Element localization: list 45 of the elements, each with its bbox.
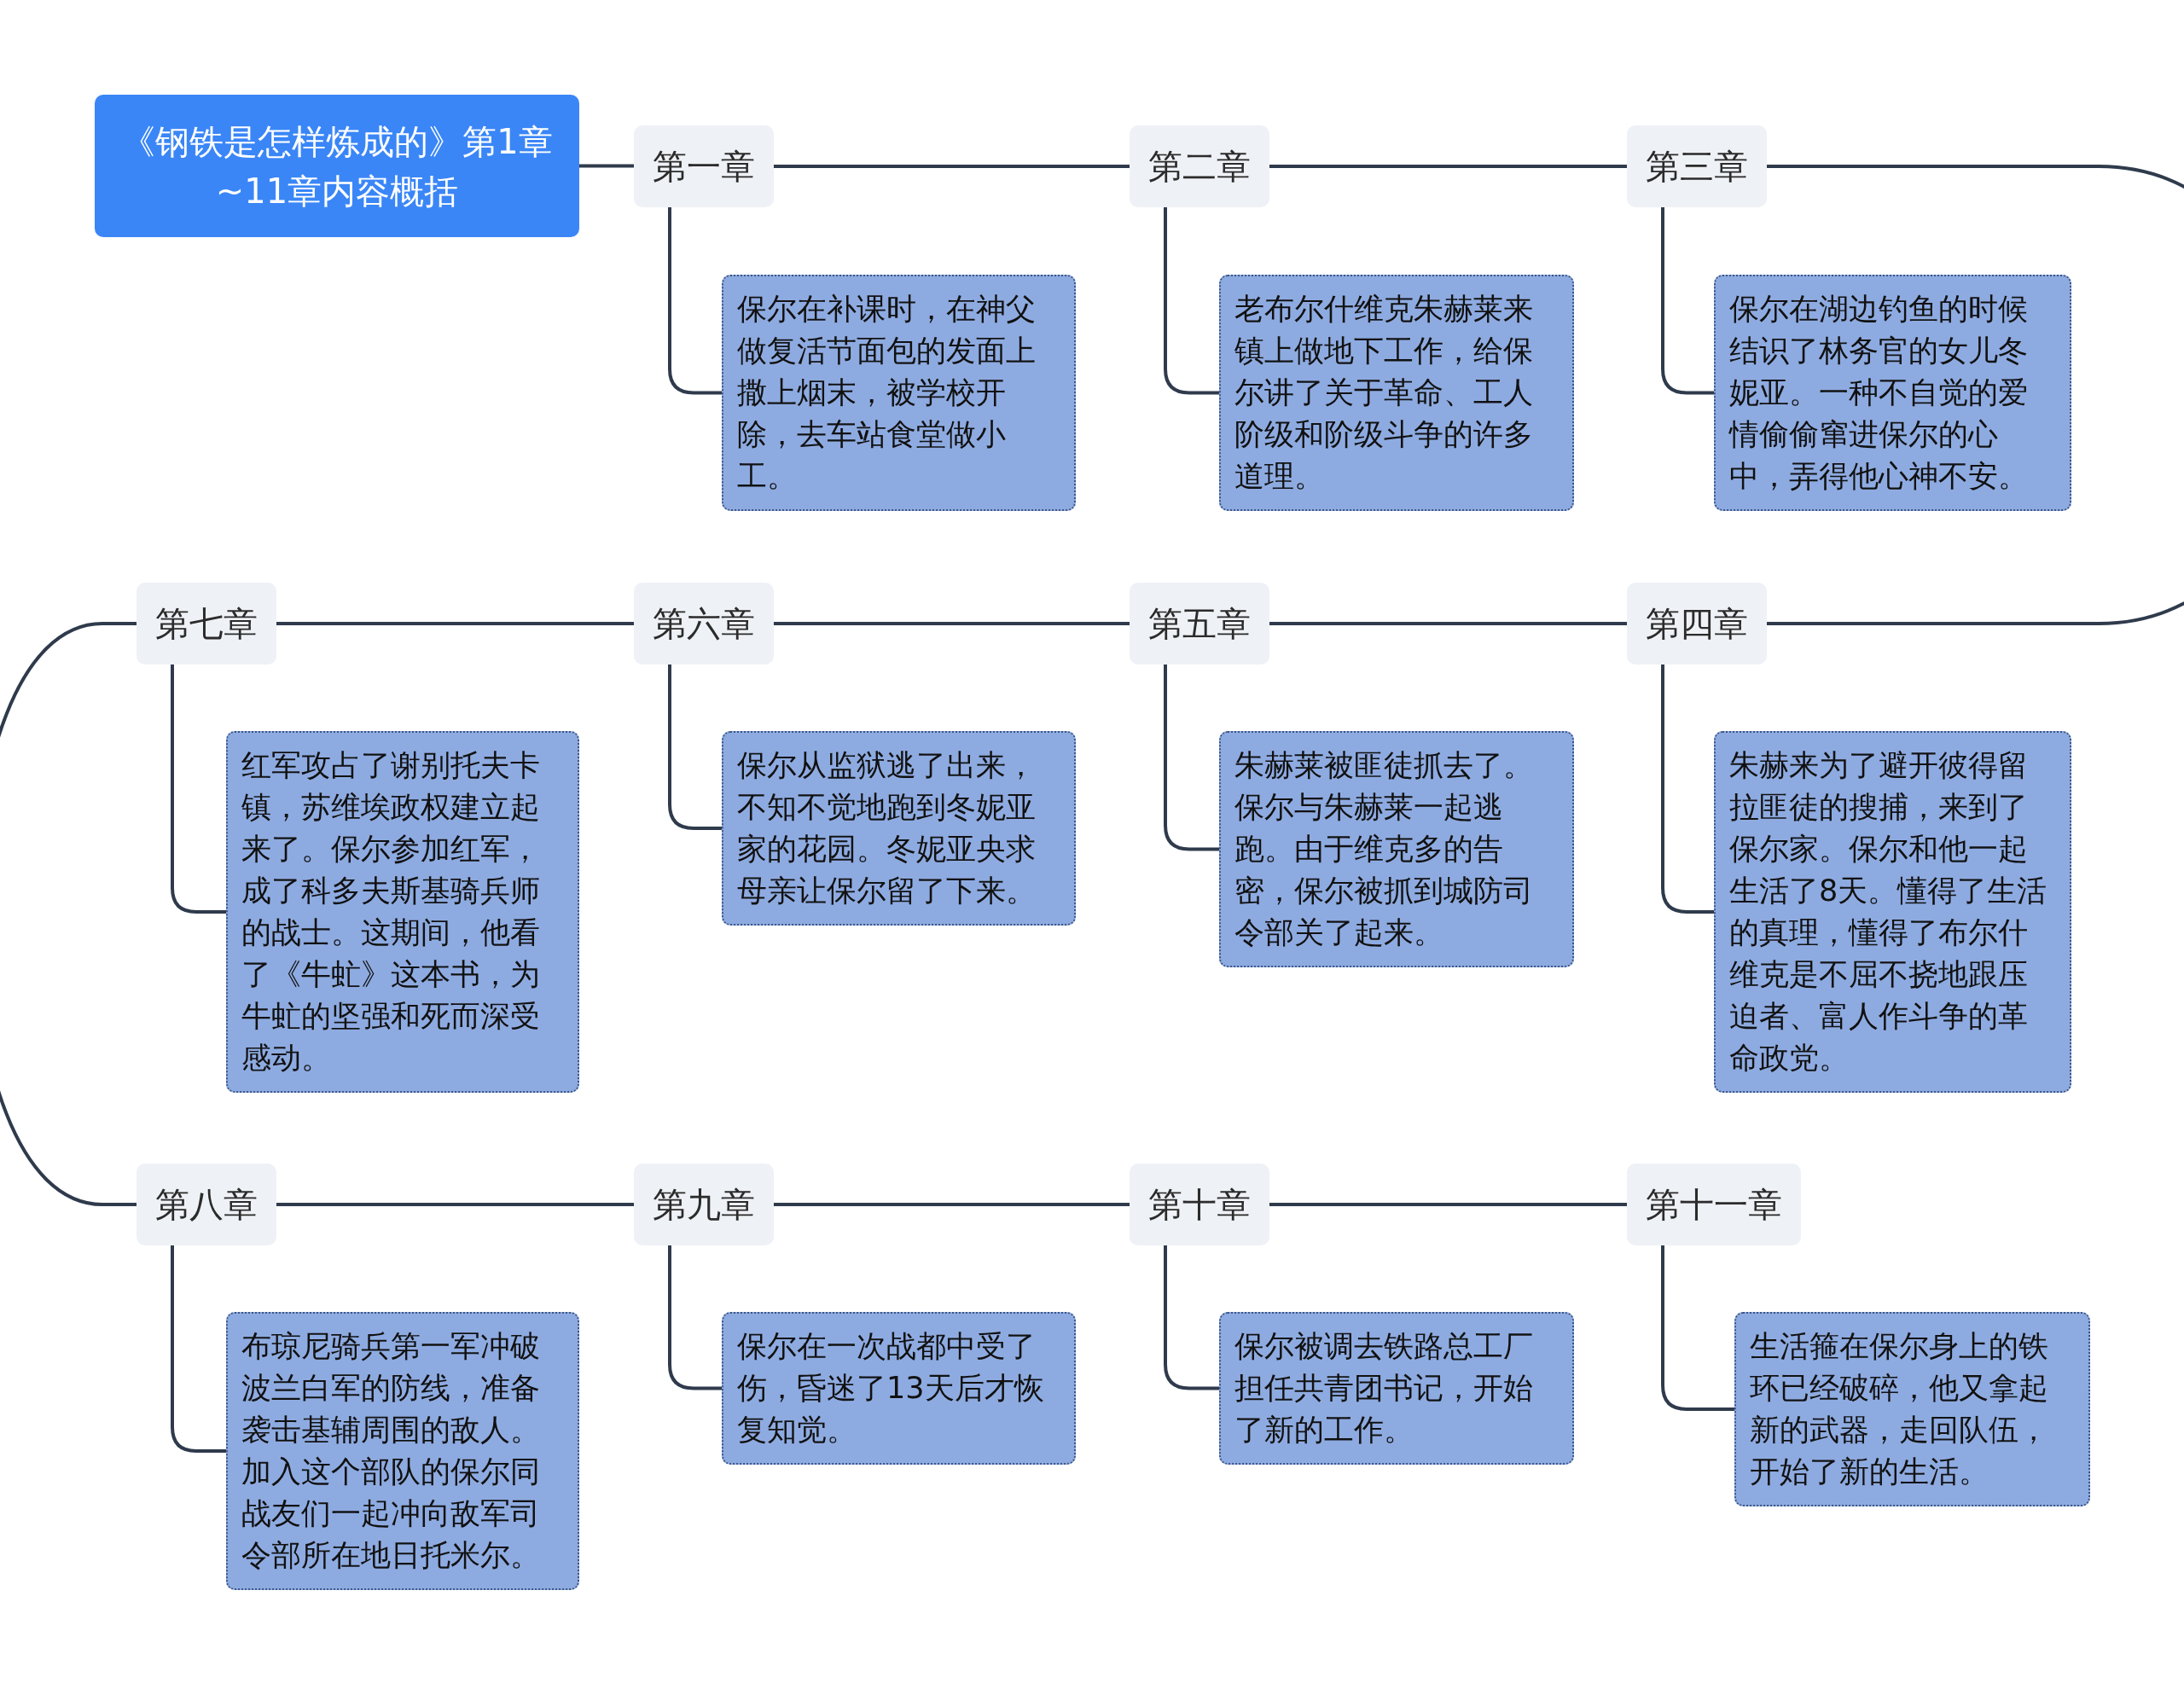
chapter-tag: 第八章 [136,1164,276,1245]
connector-line [1269,165,1627,168]
chapter-tag: 第七章 [136,583,276,665]
summary-card: 朱赫来为了避开彼得留拉匪徒的搜捕，来到了保尔家。保尔和他一起生活了8天。懂得了生活的真理，懂得了布尔什维克是不屈不挠地跟压迫者、富人作斗争的革命政党。 [1714,731,2071,1093]
chapter-tag: 第一章 [634,125,774,207]
chapter-tag: 第十一章 [1627,1164,1801,1245]
connector-line [1661,1245,1734,1411]
summary-card: 红军攻占了谢别托夫卡镇，苏维埃政权建立起来了。保尔参加红军，成了科多夫斯基骑兵师的战士。这期间，他看了《牛虻》这本书，为牛虻的坚强和死而深受感动。 [226,731,579,1093]
chapter-tag: 第九章 [634,1164,774,1245]
summary-card: 老布尔什维克朱赫莱来镇上做地下工作，给保尔讲了关于革命、工人阶级和阶级斗争的许多道理。 [1219,275,1574,511]
connector-line [276,622,634,625]
summary-card: 保尔被调去铁路总工厂担任共青团书记，开始了新的工作。 [1219,1312,1574,1465]
connector-line [668,207,722,395]
summary-card: 保尔在一次战都中受了伤，昏迷了13天后才恢复知觉。 [722,1312,1076,1465]
connector-line [171,665,226,914]
connector-line [1164,665,1219,851]
summary-card: 保尔在湖边钓鱼的时候结识了林务官的女儿冬妮亚。一种不自觉的爱情偷偷窜进保尔的心中，弄得他心神不安。 [1714,275,2071,511]
connector-line [1661,207,1714,395]
connector-line [1269,1203,1627,1206]
connector-line [171,1245,226,1453]
summary-card: 朱赫莱被匪徒抓去了。保尔与朱赫莱一起逃跑。由于维克多的告密，保尔被抓到城防司令部关了起来。 [1219,731,1574,967]
connector-line [579,164,634,168]
chapter-tag: 第五章 [1130,583,1269,665]
connector-line [0,622,136,1206]
chapter-tag: 第十章 [1130,1164,1269,1245]
connector-line [1164,207,1219,395]
connector-line [774,622,1130,625]
summary-card: 布琼尼骑兵第一军冲破波兰白军的防线，准备袭击基辅周围的敌人。加入这个部队的保尔同战友们一起冲向敌军司令部所在地日托米尔。 [226,1312,579,1590]
summary-card: 保尔从监狱逃了出来，不知不觉地跑到冬妮亚家的花园。冬妮亚央求母亲让保尔留了下来。 [722,731,1076,926]
title-box: 《钢铁是怎样炼成的》第1章~11章内容概括 [95,95,579,237]
connector-line [774,1203,1130,1206]
connector-line [276,1203,634,1206]
connector-line [1164,1245,1219,1390]
connector-line [1661,665,1714,914]
connector-line [668,1245,722,1390]
summary-card: 生活箍在保尔身上的铁环已经破碎，他又拿起新的武器，走回队伍，开始了新的生活。 [1734,1312,2090,1506]
chapter-tag: 第六章 [634,583,774,665]
chapter-tag: 第二章 [1130,125,1269,207]
summary-card: 保尔在补课时，在神父做复活节面包的发面上撒上烟末，被学校开除，去车站食堂做小工。 [722,275,1076,511]
chapter-tag: 第三章 [1627,125,1767,207]
connector-line [1269,622,1627,625]
connector-line [1767,165,2184,625]
connector-line [668,665,722,830]
connector-line [774,165,1130,168]
chapter-tag: 第四章 [1627,583,1767,665]
